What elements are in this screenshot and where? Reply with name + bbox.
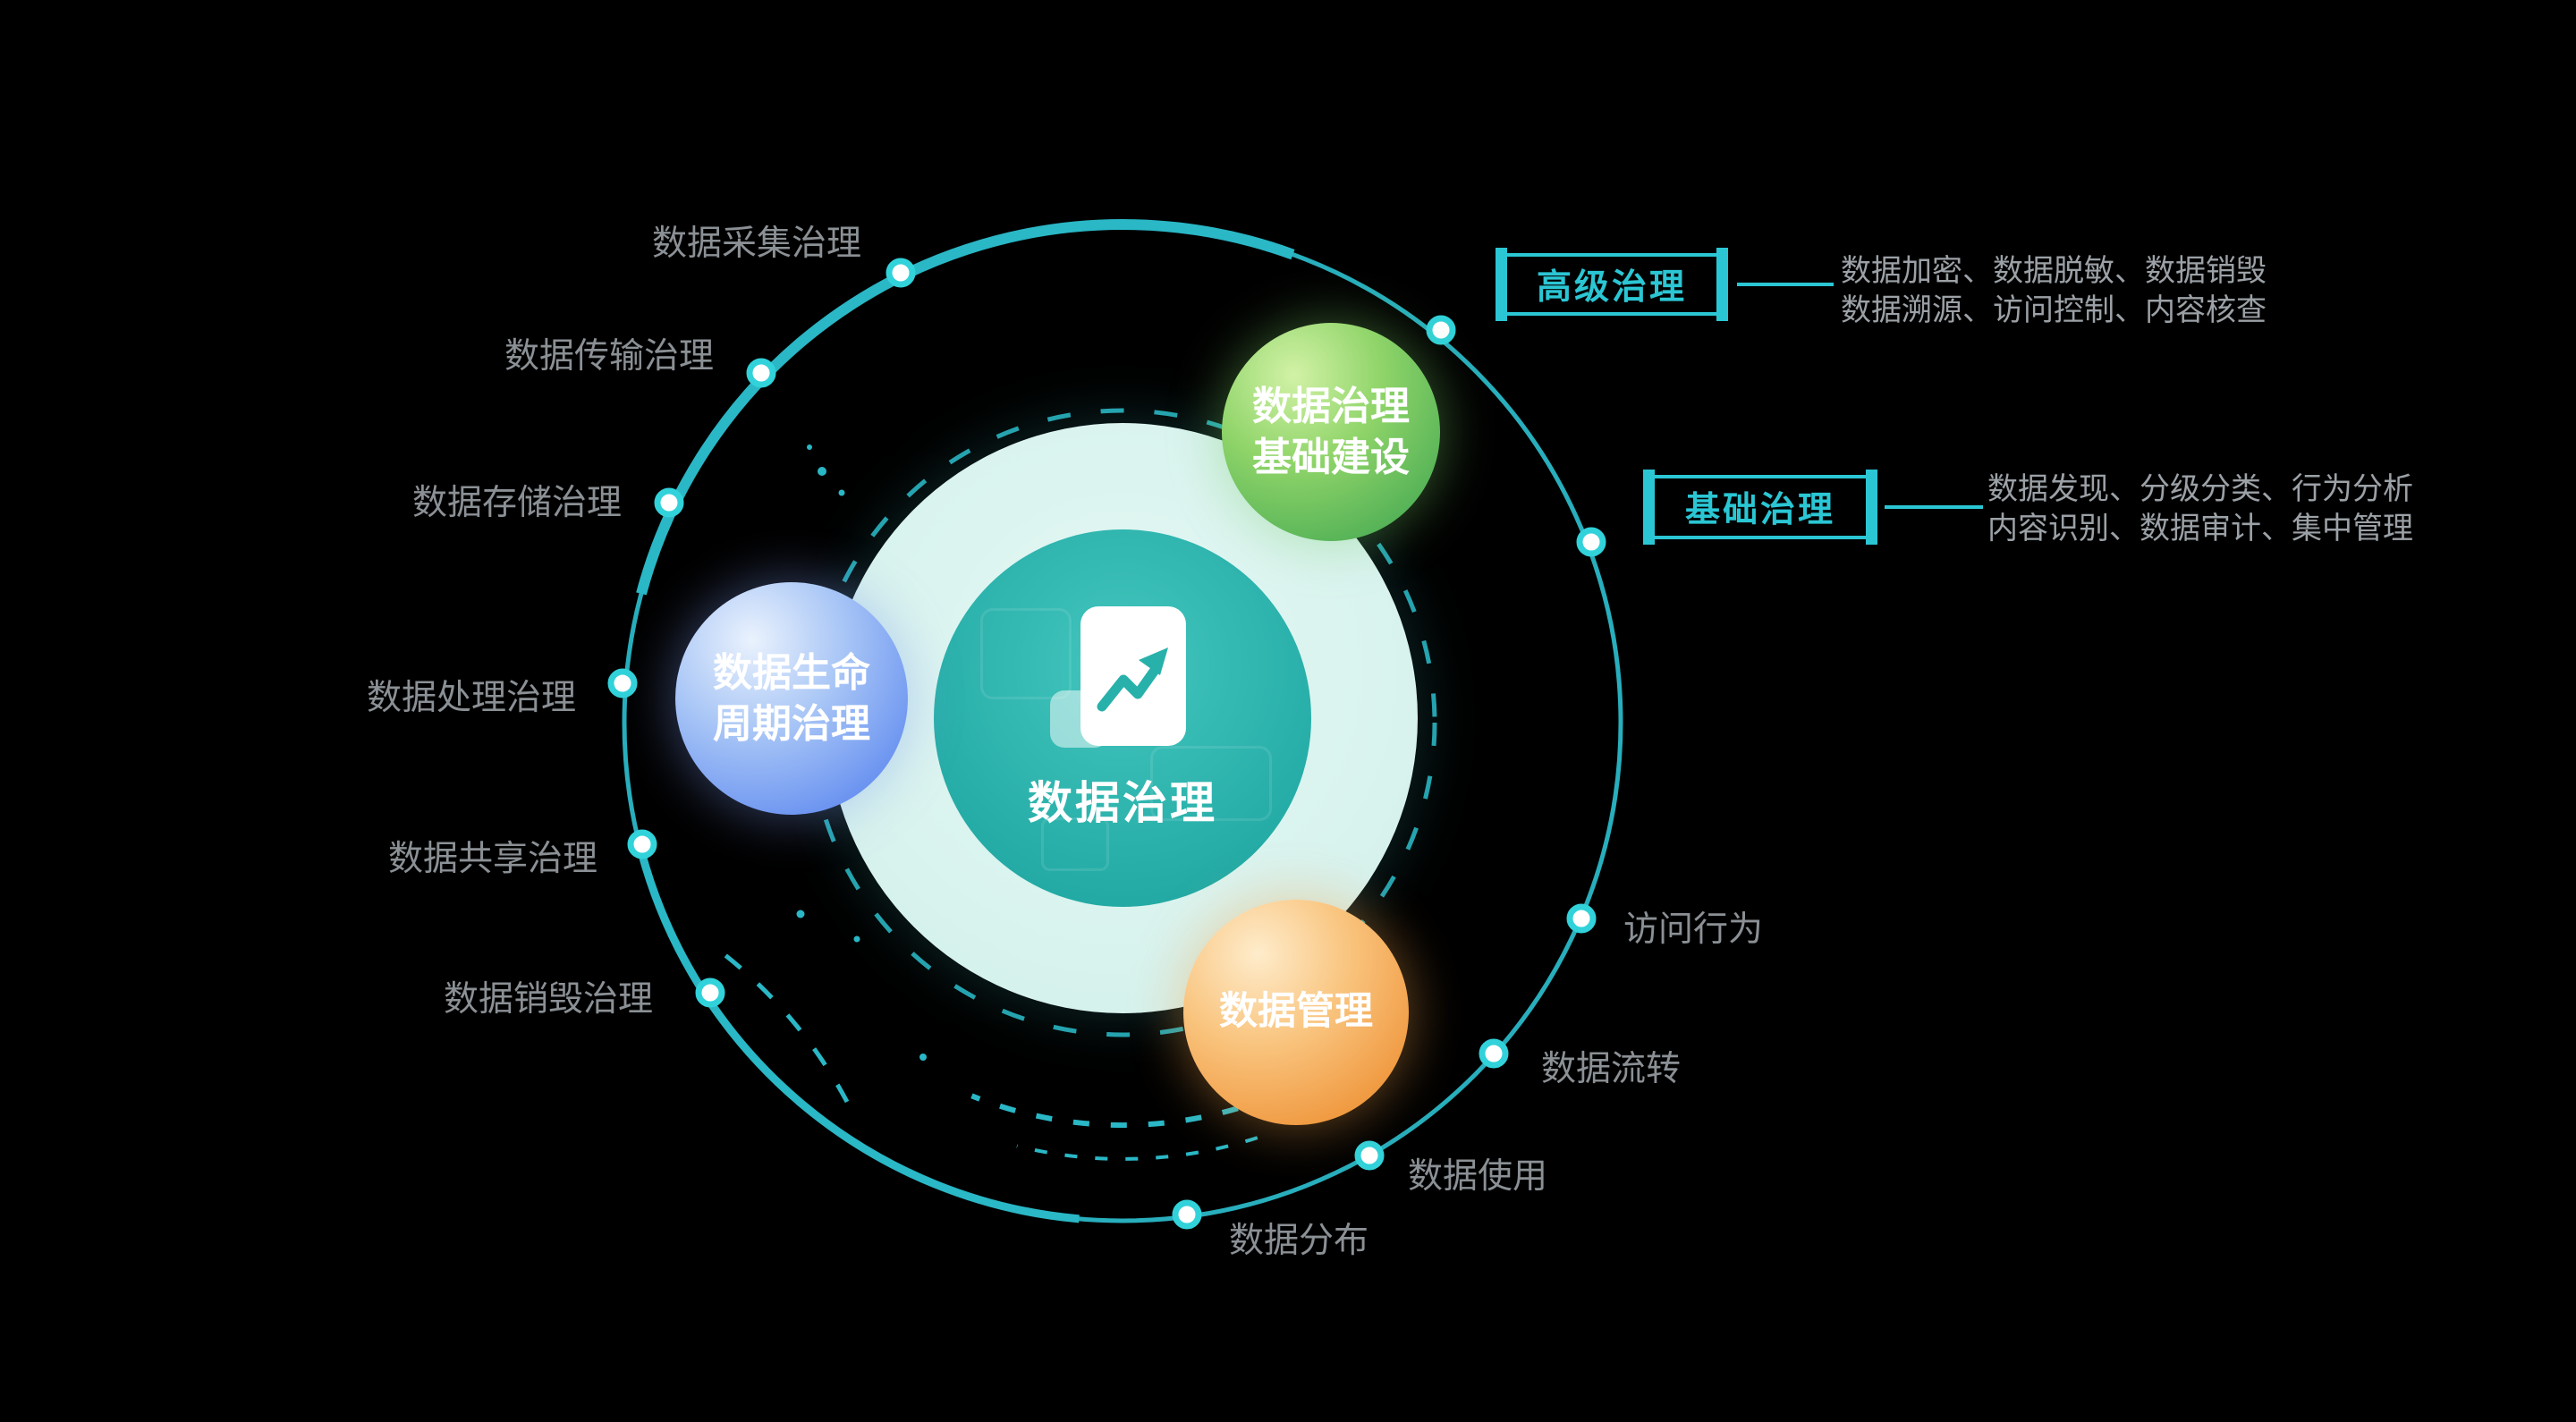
ring-label-storage: 数据存储治理 [412,483,623,523]
ring-node [1354,1140,1385,1171]
center-core: 数据治理 [934,529,1311,907]
circuit-decoration [980,608,1072,699]
ring-label-destruction: 数据销毁治理 [444,979,654,1020]
callout-box-basic-governance: 基础治理 [1643,470,1877,545]
circuit-decoration [1150,746,1272,821]
ring-label-collection: 数据采集治理 [652,224,862,264]
bubble-text-line: 基础建设 [1252,435,1410,480]
callout-connector-line [1885,505,1983,509]
callout-desc-line: 数据发现、分级分类、行为分析 [1987,471,2413,507]
ring-node [1426,315,1456,345]
ring-node [1566,903,1597,934]
ring-node [886,258,916,288]
outer-ring-thick-arc [619,219,1626,1226]
bubble-text-line: 数据生命 [713,649,870,696]
ring-label-access-behavior: 访问行为 [1623,910,1764,950]
ring-node [627,829,657,859]
ring-node [1172,1199,1202,1230]
callout-desc-line: 内容识别、数据审计、集中管理 [1987,511,2413,546]
bubble-management: 数据管理 [1183,900,1409,1125]
dashed-arc [970,1093,1275,1129]
callout-title: 高级治理 [1536,267,1687,308]
bubble-lifecycle: 数据生命 周期治理 [675,582,908,815]
ring-node [607,668,638,698]
circuit-decoration [1041,817,1109,871]
ring-label-transfer: 数据传输治理 [504,336,715,377]
ring-node [746,358,776,388]
callout-desc-advanced: 数据加密、数据脱敏、数据销毁 数据溯源、访问控制、内容核查 [1841,251,2267,330]
ring-node [654,487,684,518]
dashed-arc [1016,1136,1258,1161]
callout-desc-basic: 数据发现、分级分类、行为分析 内容识别、数据审计、集中管理 [1987,470,2413,548]
ring-label-data-distribution: 数据分布 [1229,1221,1369,1261]
chart-document-icon [1050,606,1186,748]
callout-box-advanced-governance: 高级治理 [1496,248,1728,321]
ring-label-data-usage: 数据使用 [1408,1156,1548,1197]
speckle-dots [796,444,927,1061]
ring-label-sharing: 数据共享治理 [388,839,598,879]
callout-desc-line: 数据加密、数据脱敏、数据销毁 [1841,253,2267,289]
callout-desc-line: 数据溯源、访问控制、内容核查 [1841,292,2267,328]
ring-node [1576,527,1606,557]
bubble-infrastructure: 数据治理 基础建设 [1222,323,1440,541]
ring-label-data-flow: 数据流转 [1541,1049,1682,1089]
center-title: 数据治理 [1028,777,1217,829]
ring-node [695,978,725,1008]
callout-connector-line [1737,283,1834,286]
dashed-arc [707,940,850,1104]
bubble-text-line: 周期治理 [713,701,870,747]
ring-label-processing: 数据处理治理 [367,678,577,718]
bubble-text-line: 数据治理 [1252,383,1410,429]
callout-title: 基础治理 [1684,490,1835,530]
ring-nodes [607,258,1606,1230]
bubble-text-line: 数据管理 [1219,989,1373,1035]
ring-node [1479,1038,1509,1069]
